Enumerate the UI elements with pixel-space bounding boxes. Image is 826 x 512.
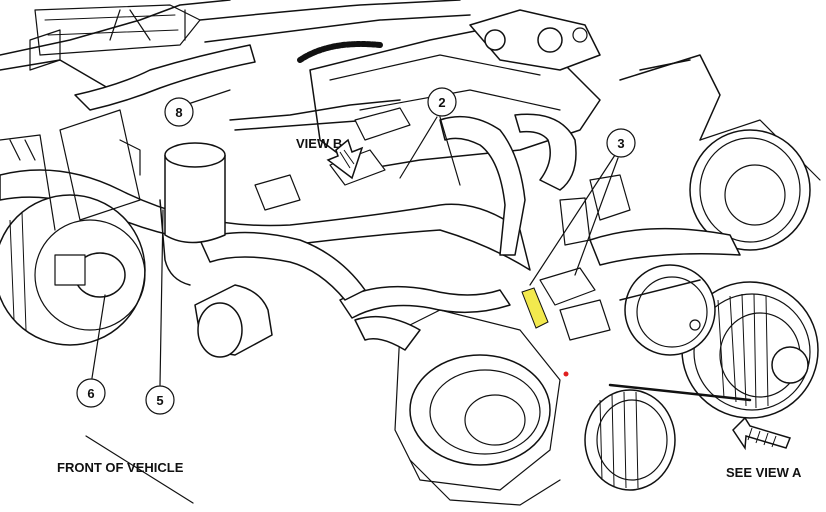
callout-3-number: 3	[617, 136, 624, 151]
see-view-a-arrow-icon	[732, 416, 792, 451]
callout-5-number: 5	[156, 393, 163, 408]
left-alternator	[0, 194, 146, 346]
reservoir	[164, 142, 226, 244]
oil-filter	[194, 284, 273, 358]
callout-6-number: 6	[87, 386, 94, 401]
callout-3: 3	[606, 128, 636, 158]
callout-5: 5	[145, 385, 175, 415]
see-view-a-label: SEE VIEW A	[726, 465, 802, 480]
callout-6: 6	[76, 378, 106, 408]
highlighted-component	[521, 287, 549, 329]
callout-2-number: 2	[438, 95, 445, 110]
callout-8: 8	[164, 97, 194, 127]
front-arrow-line	[85, 435, 194, 504]
view-b-label: VIEW B	[296, 136, 342, 151]
callout-8-number: 8	[175, 105, 182, 120]
red-marker	[563, 371, 569, 377]
callout-2: 2	[427, 87, 457, 117]
leader-lines	[91, 9, 619, 386]
front-of-vehicle-label: FRONT OF VEHICLE	[57, 460, 184, 475]
view-b-arrow-icon	[326, 138, 364, 180]
